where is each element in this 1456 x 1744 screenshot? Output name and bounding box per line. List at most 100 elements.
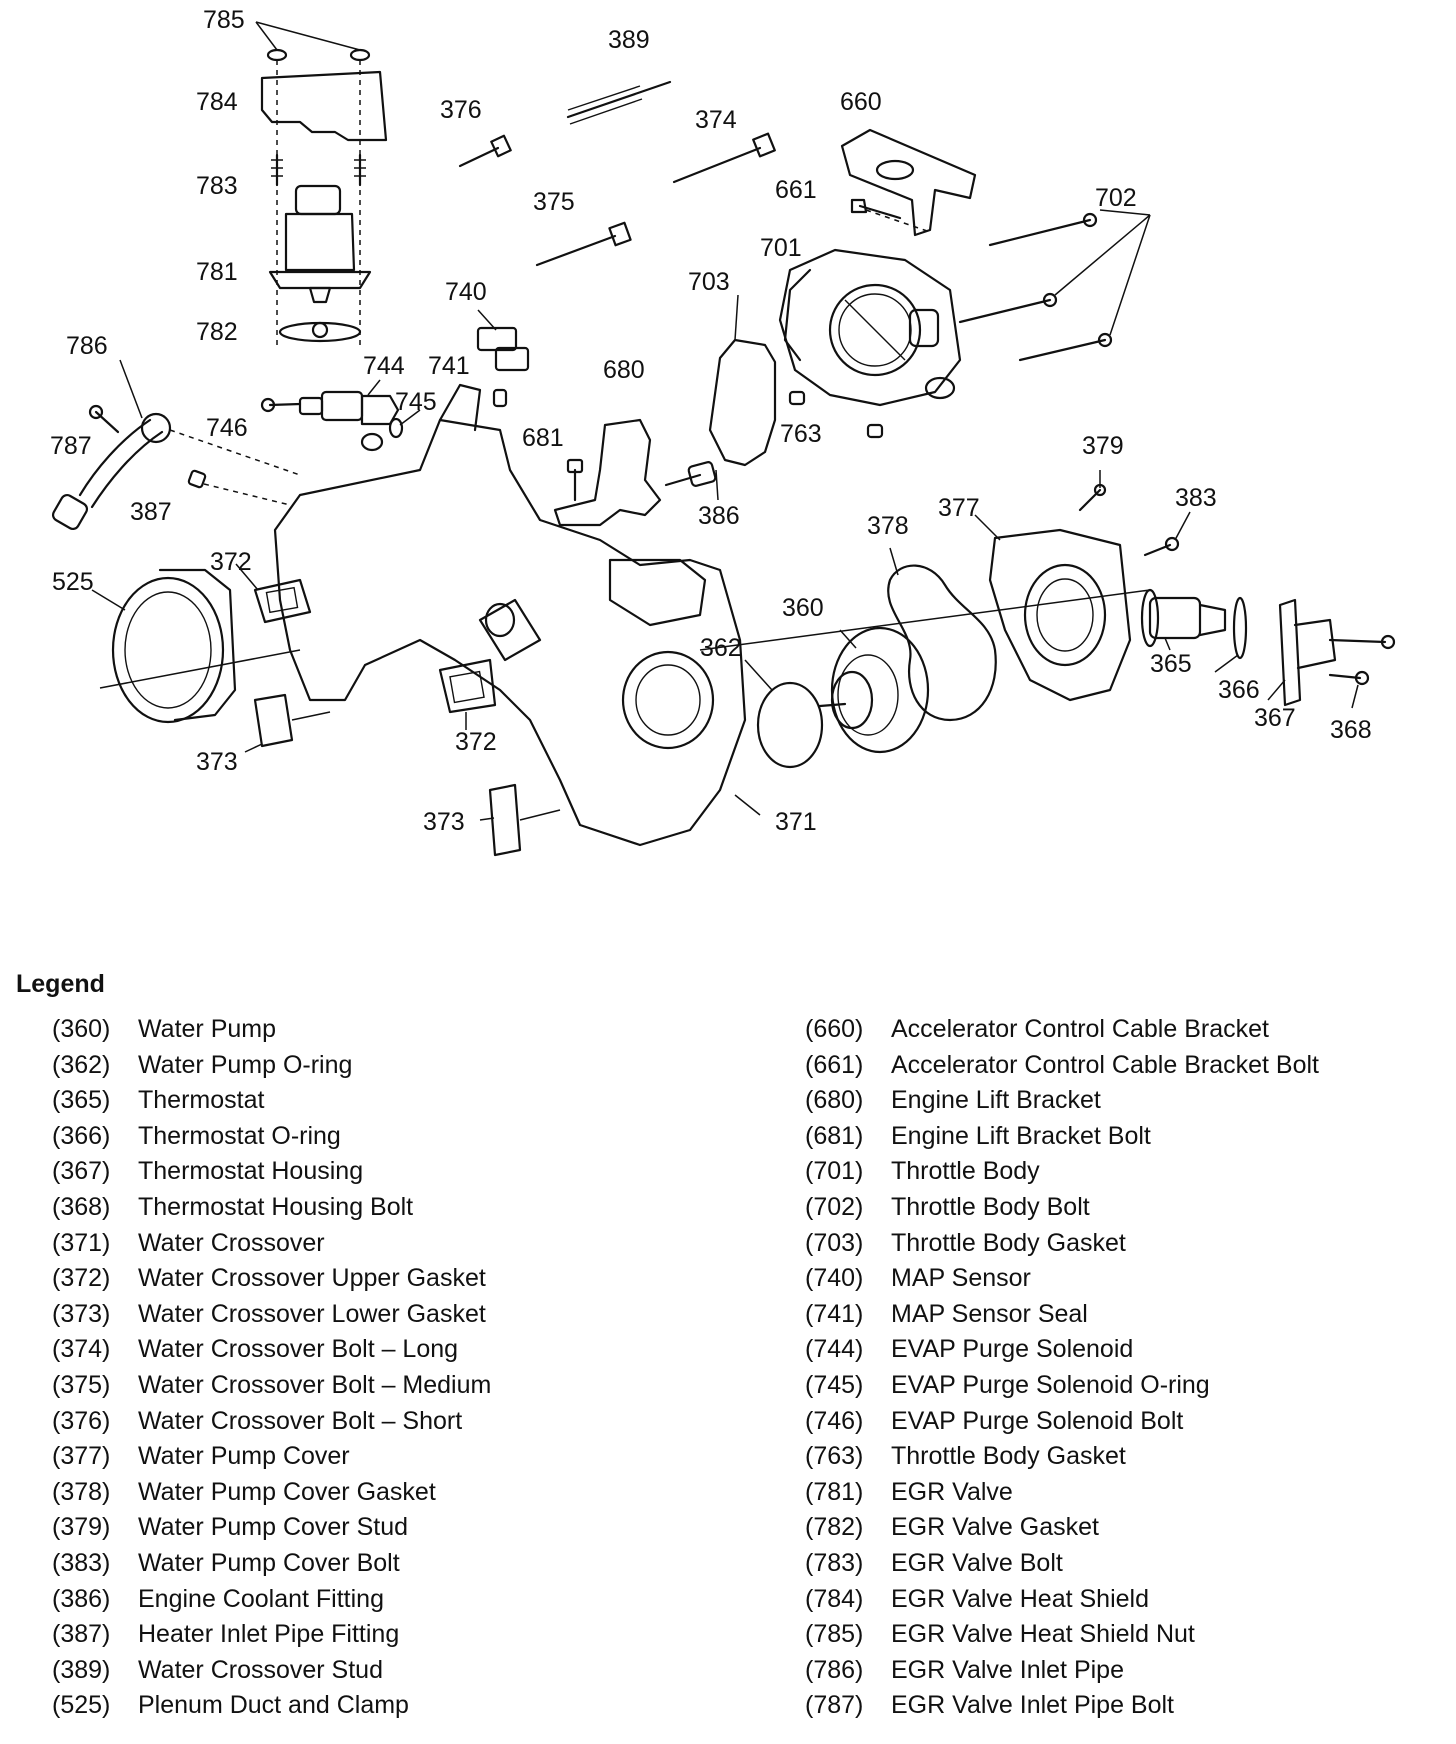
accelerator-control-cable-bracket-bolt [850, 198, 902, 220]
legend-item: (661)Accelerator Control Cable Bracket B… [805, 1050, 1319, 1079]
callout-661: 661 [775, 176, 817, 204]
callout-702: 702 [1095, 184, 1137, 212]
legend-item: (787)EGR Valve Inlet Pipe Bolt [805, 1691, 1175, 1720]
callout-782: 782 [196, 318, 238, 346]
thermostat [1140, 588, 1227, 648]
engine-lift-bracket-bolt [566, 458, 584, 502]
legend-item: (362)Water Pump O-ring [52, 1050, 353, 1079]
callout-389: 389 [608, 26, 650, 54]
callout-377: 377 [938, 494, 980, 522]
legend-item: (366)Thermostat O-ring [52, 1121, 341, 1150]
legend-item: (371)Water Crossover [52, 1228, 325, 1257]
callout-525: 525 [52, 568, 94, 596]
water-pump-cover-gasket [887, 564, 997, 722]
callout-367: 367 [1254, 704, 1296, 732]
callout-371: 371 [775, 808, 817, 836]
legend-item: (702)Throttle Body Bolt [805, 1192, 1090, 1221]
water-crossover-bolt-medium [535, 221, 632, 267]
callout-781: 781 [196, 258, 238, 286]
legend-item: (367)Thermostat Housing [52, 1157, 364, 1186]
map-sensor-seal [492, 388, 508, 408]
heater-inlet-pipe-fitting [187, 469, 207, 489]
callout-362: 362 [700, 634, 742, 662]
water-crossover-lower-gasket-left [253, 693, 331, 748]
water-pump-cover [988, 528, 1132, 702]
callout-784: 784 [196, 88, 238, 116]
callout-701: 701 [760, 234, 802, 262]
legend-item: (741)MAP Sensor Seal [805, 1299, 1088, 1328]
legend-item: (785)EGR Valve Heat Shield Nut [805, 1620, 1195, 1649]
water-crossover-upper-gasket-left [253, 578, 312, 624]
legend-item: (744)EVAP Purge Solenoid [805, 1335, 1134, 1364]
callout-366: 366 [1218, 676, 1260, 704]
egr-valve-gasket [278, 321, 362, 343]
legend-item: (783)EGR Valve Bolt [805, 1548, 1063, 1577]
callout-379: 379 [1082, 432, 1124, 460]
callout-746: 746 [206, 414, 248, 442]
legend-item: (784)EGR Valve Heat Shield [805, 1584, 1149, 1613]
callout-365: 365 [1150, 650, 1192, 678]
legend-item: (740)MAP Sensor [805, 1264, 1031, 1293]
callout-386: 386 [698, 502, 740, 530]
evap-purge-solenoid [298, 390, 400, 452]
callout-360: 360 [782, 594, 824, 622]
water-crossover-stud [566, 80, 672, 125]
water-crossover-bolt-long [672, 132, 776, 184]
map-sensor [476, 326, 530, 372]
engine-coolant-fitting [664, 461, 717, 487]
egr-valve-heat-shield-nuts [266, 48, 371, 62]
throttle-body-gasket [708, 338, 777, 467]
legend-right-column: (660)Accelerator Control Cable Bracket (… [805, 1015, 1319, 1727]
legend-item: (372)Water Crossover Upper Gasket [52, 1264, 486, 1293]
egr-valve-bolts [271, 153, 366, 187]
callout-660: 660 [840, 88, 882, 116]
water-pump-cover-stud [1078, 483, 1107, 512]
legend-item: (681)Engine Lift Bracket Bolt [805, 1121, 1151, 1150]
water-crossover-lower-gasket-right [488, 783, 561, 857]
throttle-body [778, 248, 962, 407]
callout-368: 368 [1330, 716, 1372, 744]
callout-labels: 785 784 783 781 782 389 376 374 375 660 … [50, 6, 1372, 836]
callout-680: 680 [603, 356, 645, 384]
egr-valve-inlet-pipe-bolt [88, 404, 120, 434]
legend-item: (373)Water Crossover Lower Gasket [52, 1299, 486, 1328]
plenum-duct-and-clamp [111, 568, 237, 724]
legend-item: (365)Thermostat [52, 1086, 265, 1115]
callout-785: 785 [203, 6, 245, 34]
callout-383: 383 [1175, 484, 1217, 512]
legend-item: (383)Water Pump Cover Bolt [52, 1548, 400, 1577]
legend-item: (387)Heater Inlet Pipe Fitting [52, 1620, 400, 1649]
callout-703: 703 [688, 268, 730, 296]
callout-786: 786 [66, 332, 108, 360]
legend-item: (376)Water Crossover Bolt – Short [52, 1406, 463, 1435]
egr-valve-inlet-pipe [51, 412, 172, 531]
callout-740: 740 [445, 278, 487, 306]
evap-purge-solenoid-oring [388, 417, 404, 439]
legend-item: (781)EGR Valve [805, 1477, 1013, 1506]
egr-valve [268, 184, 372, 304]
legend-item: (386)Engine Coolant Fitting [52, 1584, 384, 1613]
callout-373-left: 373 [196, 748, 238, 776]
callout-372-top: 372 [210, 548, 252, 576]
legend-item: (375)Water Crossover Bolt – Medium [52, 1370, 492, 1399]
legend-item: (368)Thermostat Housing Bolt [52, 1192, 414, 1221]
callout-387: 387 [130, 498, 172, 526]
legend-item: (782)EGR Valve Gasket [805, 1513, 1099, 1542]
callout-376: 376 [440, 96, 482, 124]
legend-item: (745)EVAP Purge Solenoid O-ring [805, 1370, 1210, 1399]
callout-744: 744 [363, 352, 405, 380]
callout-374: 374 [695, 106, 737, 134]
callout-378: 378 [867, 512, 909, 540]
legend-item: (701)Throttle Body [805, 1157, 1040, 1186]
legend-item: (703)Throttle Body Gasket [805, 1228, 1126, 1257]
water-pump-cover-bolt [1143, 536, 1180, 557]
exploded-parts-diagram: 785 784 783 781 782 389 376 374 375 660 … [50, 6, 1396, 857]
callout-763: 763 [780, 420, 822, 448]
legend-item: (660)Accelerator Control Cable Bracket [805, 1015, 1269, 1043]
evap-purge-solenoid-bolt [260, 397, 302, 413]
thermostat-housing [1278, 598, 1337, 707]
callout-787: 787 [50, 432, 92, 460]
callout-741: 741 [428, 352, 470, 380]
callout-681: 681 [522, 424, 564, 452]
water-pump-oring [756, 681, 824, 769]
